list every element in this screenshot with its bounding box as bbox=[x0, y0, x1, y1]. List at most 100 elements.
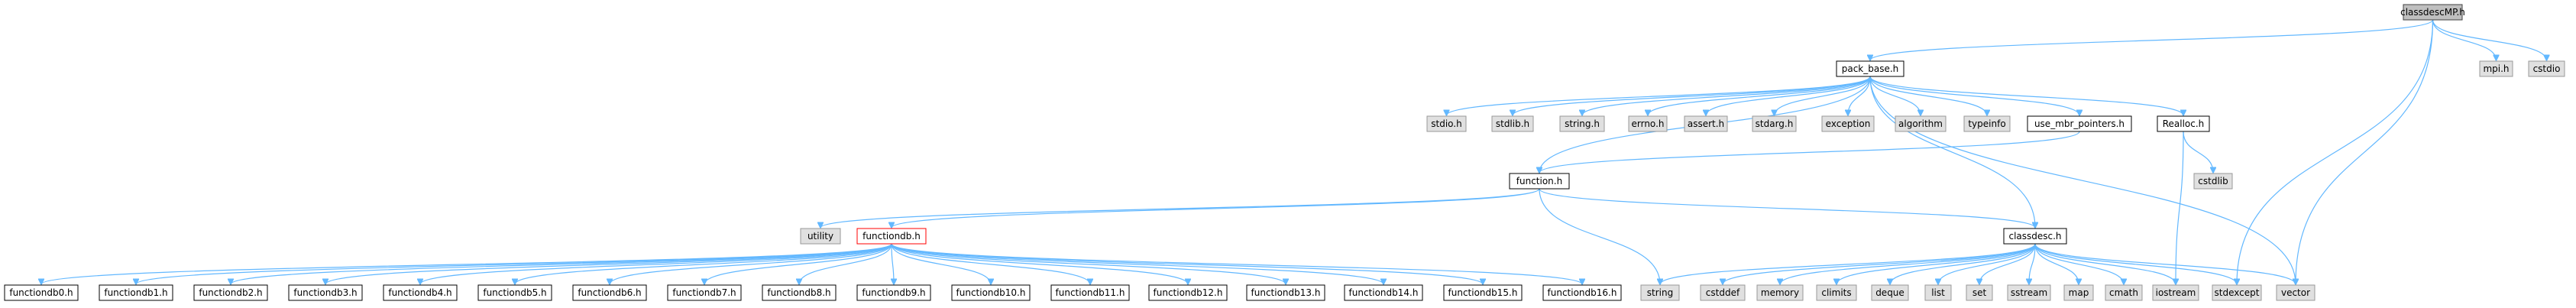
node-stdarg-label: stdarg.h bbox=[1756, 118, 1794, 129]
node-vector-box bbox=[2276, 284, 2315, 301]
node-cstdio-box bbox=[2528, 60, 2565, 77]
node-functiondb14[interactable]: functiondb14.h bbox=[1344, 284, 1423, 301]
node-functiondb13[interactable]: functiondb13.h bbox=[1246, 284, 1325, 301]
node-string-label: string bbox=[1647, 287, 1673, 298]
node-functiondb5-box bbox=[477, 284, 552, 301]
edge-realloc-to-iostream bbox=[2176, 131, 2184, 284]
node-functiondb-label: functiondb.h bbox=[862, 231, 921, 242]
node-functiondb[interactable]: functiondb.h bbox=[856, 228, 927, 245]
node-functiondb9[interactable]: functiondb9.h bbox=[856, 284, 931, 301]
node-algorithm-box bbox=[1895, 115, 1947, 132]
node-functiondb8[interactable]: functiondb8.h bbox=[762, 284, 837, 301]
node-stdexcept-box bbox=[2212, 284, 2262, 301]
node-functiondb11[interactable]: functiondb11.h bbox=[1050, 284, 1130, 301]
node-sstream-label: sstream bbox=[2011, 287, 2047, 298]
node-cstdlib-label: cstdlib bbox=[2198, 176, 2228, 186]
node-use_mbr-label: use_mbr_pointers.h bbox=[2034, 118, 2125, 129]
node-use_mbr[interactable]: use_mbr_pointers.h bbox=[2027, 115, 2132, 132]
edge-classdescMP-to-stdexcept bbox=[2237, 19, 2434, 284]
node-functiondb3-label: functiondb3.h bbox=[293, 287, 357, 298]
node-functiondb3[interactable]: functiondb3.h bbox=[288, 284, 363, 301]
node-functiondb14-box bbox=[1344, 284, 1423, 301]
node-stdarg: stdarg.h bbox=[1752, 115, 1797, 132]
node-functiondb6[interactable]: functiondb6.h bbox=[572, 284, 647, 301]
node-use_mbr-box bbox=[2027, 115, 2132, 132]
node-list-box bbox=[1924, 284, 1952, 301]
node-vector-label: vector bbox=[2281, 287, 2310, 298]
edge-functiondb-to-functiondb7 bbox=[704, 243, 892, 284]
node-function[interactable]: function.h bbox=[1509, 173, 1570, 190]
node-functiondb16[interactable]: functiondb16.h bbox=[1542, 284, 1622, 301]
node-classdesc-label: classdesc.h bbox=[2008, 231, 2061, 242]
node-classdesc[interactable]: classdesc.h bbox=[2003, 228, 2067, 245]
node-functiondb15[interactable]: functiondb15.h bbox=[1443, 284, 1523, 301]
node-list-label: list bbox=[1931, 287, 1945, 298]
node-pack_base-box bbox=[1836, 60, 1904, 77]
edge-function-to-functiondb bbox=[892, 188, 1540, 228]
node-deque-box bbox=[1871, 284, 1909, 301]
node-functiondb7[interactable]: functiondb7.h bbox=[667, 284, 742, 301]
node-functiondb12[interactable]: functiondb12.h bbox=[1148, 284, 1228, 301]
node-layer: classdescMP.h mpi.h cstdio pack_base.hstdio… bbox=[4, 4, 2565, 301]
node-errno-label: errno.h bbox=[1632, 118, 1665, 129]
node-realloc[interactable]: Realloc.h bbox=[2157, 115, 2210, 132]
node-string_h: string.h bbox=[1559, 115, 1605, 132]
node-functiondb2-label: functiondb2.h bbox=[199, 287, 262, 298]
node-functiondb9-label: functiondb9.h bbox=[862, 287, 925, 298]
edge-classdesc-to-cmath bbox=[2034, 243, 2124, 284]
node-functiondb1[interactable]: functiondb1.h bbox=[99, 284, 173, 301]
node-list: list bbox=[1924, 284, 1952, 301]
node-functiondb4[interactable]: functiondb4.h bbox=[383, 284, 458, 301]
edge-classdesc-to-sstream bbox=[2029, 243, 2036, 284]
edge-classdesc-to-iostream bbox=[2034, 243, 2176, 284]
node-string-box bbox=[1640, 284, 1680, 301]
node-string: string bbox=[1640, 284, 1680, 301]
edge-use_mbr-to-function bbox=[1539, 131, 2080, 173]
node-stdio-label: stdio.h bbox=[1431, 118, 1461, 129]
node-functiondb2[interactable]: functiondb2.h bbox=[193, 284, 268, 301]
node-functiondb10-box bbox=[951, 284, 1031, 301]
edge-layer bbox=[41, 19, 2547, 284]
edge-functiondb-to-functiondb9 bbox=[892, 243, 894, 284]
edge-pack_base-to-errno bbox=[1648, 76, 1871, 115]
edge-classdesc-to-vector bbox=[2034, 243, 2296, 284]
node-realloc-label: Realloc.h bbox=[2163, 118, 2205, 129]
node-cstdio: cstdio bbox=[2528, 60, 2565, 77]
node-set: set bbox=[1966, 284, 1993, 301]
node-exception-box bbox=[1821, 115, 1875, 132]
edge-pack_base-to-exception bbox=[1848, 76, 1871, 115]
node-map: map bbox=[2063, 284, 2094, 301]
node-mpi: mpi.h bbox=[2479, 60, 2513, 77]
node-functiondb0[interactable]: functiondb0.h bbox=[4, 284, 79, 301]
edge-classdescMP-to-mpi bbox=[2432, 19, 2497, 60]
node-stdarg-box bbox=[1752, 115, 1797, 132]
node-cstddef: cstddef bbox=[1700, 284, 1746, 301]
edge-classdesc-to-climits bbox=[1837, 243, 2036, 284]
node-functiondb5[interactable]: functiondb5.h bbox=[477, 284, 552, 301]
node-pack_base-label: pack_base.h bbox=[1842, 63, 1899, 74]
node-cstdlib-box bbox=[2193, 173, 2233, 190]
edge-functiondb-to-functiondb6 bbox=[610, 243, 892, 284]
node-algorithm-label: algorithm bbox=[1898, 118, 1943, 129]
edge-classdesc-to-list bbox=[1938, 243, 2036, 284]
edge-function-to-string bbox=[1539, 188, 1660, 284]
node-stdexcept: stdexcept bbox=[2212, 284, 2262, 301]
node-functiondb11-label: functiondb11.h bbox=[1056, 287, 1125, 298]
node-pack_base[interactable]: pack_base.h bbox=[1836, 60, 1904, 77]
node-function-label: function.h bbox=[1516, 176, 1562, 186]
node-classdescMP[interactable]: classdescMP.h bbox=[2400, 4, 2465, 21]
edge-realloc-to-cstdlib bbox=[2183, 131, 2213, 173]
edge-classdescMP-to-cstdio bbox=[2432, 19, 2547, 60]
node-climits-label: climits bbox=[1821, 287, 1851, 298]
edge-classdesc-to-memory bbox=[1780, 243, 2036, 284]
node-iostream-label: iostream bbox=[2156, 287, 2196, 298]
node-exception-label: exception bbox=[1826, 118, 1871, 129]
edge-pack_base-to-stdarg bbox=[1775, 76, 1871, 115]
node-climits-box bbox=[1816, 284, 1857, 301]
node-mpi-box bbox=[2479, 60, 2513, 77]
edge-function-to-classdesc bbox=[1539, 188, 2035, 228]
node-typeinfo-label: typeinfo bbox=[1968, 118, 2005, 129]
edge-functiondb-to-functiondb11 bbox=[891, 243, 1090, 284]
node-functiondb10[interactable]: functiondb10.h bbox=[951, 284, 1031, 301]
node-deque: deque bbox=[1871, 284, 1909, 301]
